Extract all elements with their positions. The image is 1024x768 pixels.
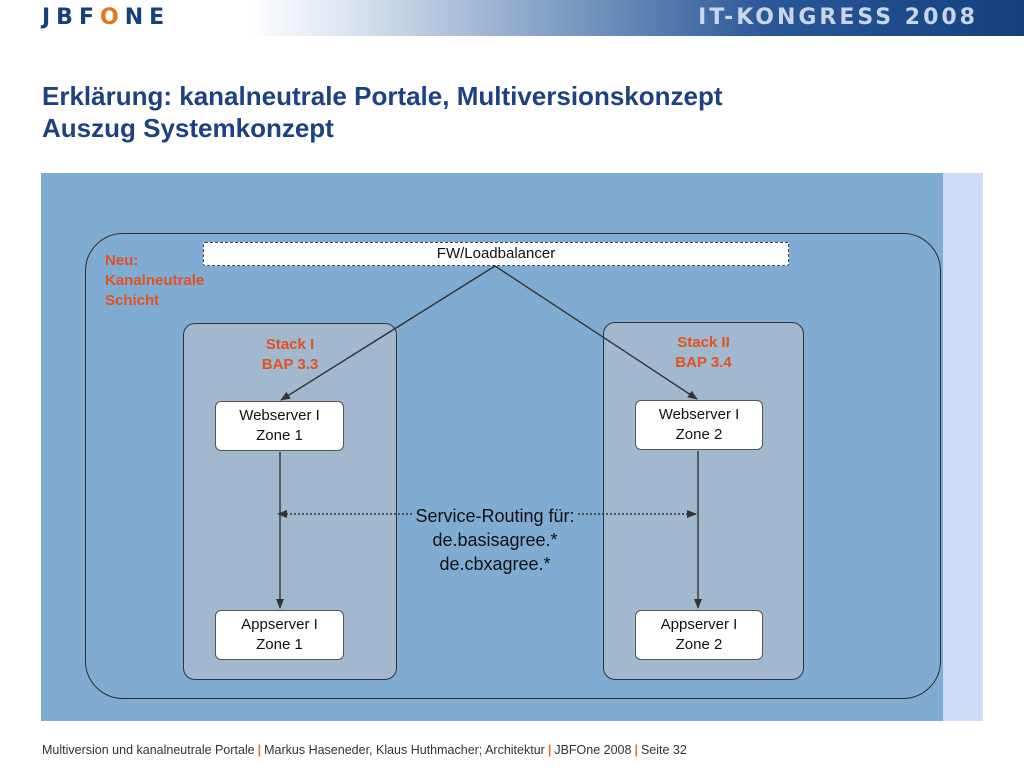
arrow-lb-to-web2 xyxy=(494,265,698,400)
slide-title: Erklärung: kanalneutrale Portale, Multiv… xyxy=(42,80,942,144)
footer-page-number: Seite 32 xyxy=(640,743,687,757)
stack-1-label: Stack I BAP 3.3 xyxy=(183,335,397,375)
footer-event: JBFOne 2008 xyxy=(554,743,632,757)
routing-line-3: de.cbxagree.* xyxy=(439,554,551,574)
footer-authors: Markus Haseneder, Klaus Huthmacher; Arch… xyxy=(264,743,545,757)
routing-line-2: de.basisagree.* xyxy=(432,530,558,550)
logo-text-start: JBF xyxy=(42,5,100,30)
diagram-side-strip xyxy=(943,173,983,721)
stack-1-version: BAP 3.3 xyxy=(261,356,319,373)
webserver-2-name: Webserver I xyxy=(658,406,740,423)
logo-text-end: NE xyxy=(124,5,171,30)
title-line-2: Auszug Systemkonzept xyxy=(42,113,334,143)
loadbalancer-box: FW/Loadbalancer xyxy=(203,242,789,266)
channel-neutral-layer xyxy=(85,233,941,699)
appserver-2-zone: Zone 2 xyxy=(675,636,723,653)
appserver-zone-1: Appserver I Zone 1 xyxy=(215,610,344,660)
routing-line-1: Service-Routing für: xyxy=(413,504,577,528)
webserver-2-zone: Zone 2 xyxy=(675,426,723,443)
layer-label-line-2: Kanalneutrale xyxy=(105,272,205,289)
appserver-1-zone: Zone 1 xyxy=(256,636,303,653)
stack-2-label: Stack II BAP 3.4 xyxy=(603,333,804,373)
jbfone-logo: JBFONE xyxy=(42,5,170,31)
stack-1-name: Stack I xyxy=(265,336,315,353)
webserver-zone-2: Webserver I Zone 2 xyxy=(635,400,763,450)
webserver-zone-1: Webserver I Zone 1 xyxy=(215,401,344,451)
service-routing-label: Service-Routing für: de.basisagree.* de.… xyxy=(390,504,600,576)
layer-label-line-3: Schicht xyxy=(105,292,160,309)
appserver-zone-2: Appserver I Zone 2 xyxy=(635,610,763,660)
footer: Multiversion und kanalneutrale Portale|M… xyxy=(42,743,942,757)
layer-label-line-1: Neu: xyxy=(105,252,139,269)
layer-label: Neu: Kanalneutrale Schicht xyxy=(105,251,204,311)
webserver-1-zone: Zone 1 xyxy=(256,427,303,444)
footer-separator-1: | xyxy=(257,743,262,757)
congress-title: IT-KONGRESS 2008 xyxy=(698,5,978,30)
footer-separator-2: | xyxy=(547,743,552,757)
webserver-1-name: Webserver I xyxy=(239,407,320,424)
stack-2-version: BAP 3.4 xyxy=(675,354,732,371)
appserver-2-name: Appserver I xyxy=(660,616,738,633)
footer-separator-3: | xyxy=(634,743,638,757)
appserver-1-name: Appserver I xyxy=(241,616,318,633)
header-bar xyxy=(0,0,1024,36)
footer-topic: Multiversion und kanalneutrale Portale xyxy=(42,743,255,757)
logo-o-mark: O xyxy=(99,5,125,30)
stack-2-name: Stack II xyxy=(677,334,730,351)
arrow-lb-to-web1 xyxy=(280,265,496,401)
title-line-1: Erklärung: kanalneutrale Portale, Multiv… xyxy=(42,81,723,111)
